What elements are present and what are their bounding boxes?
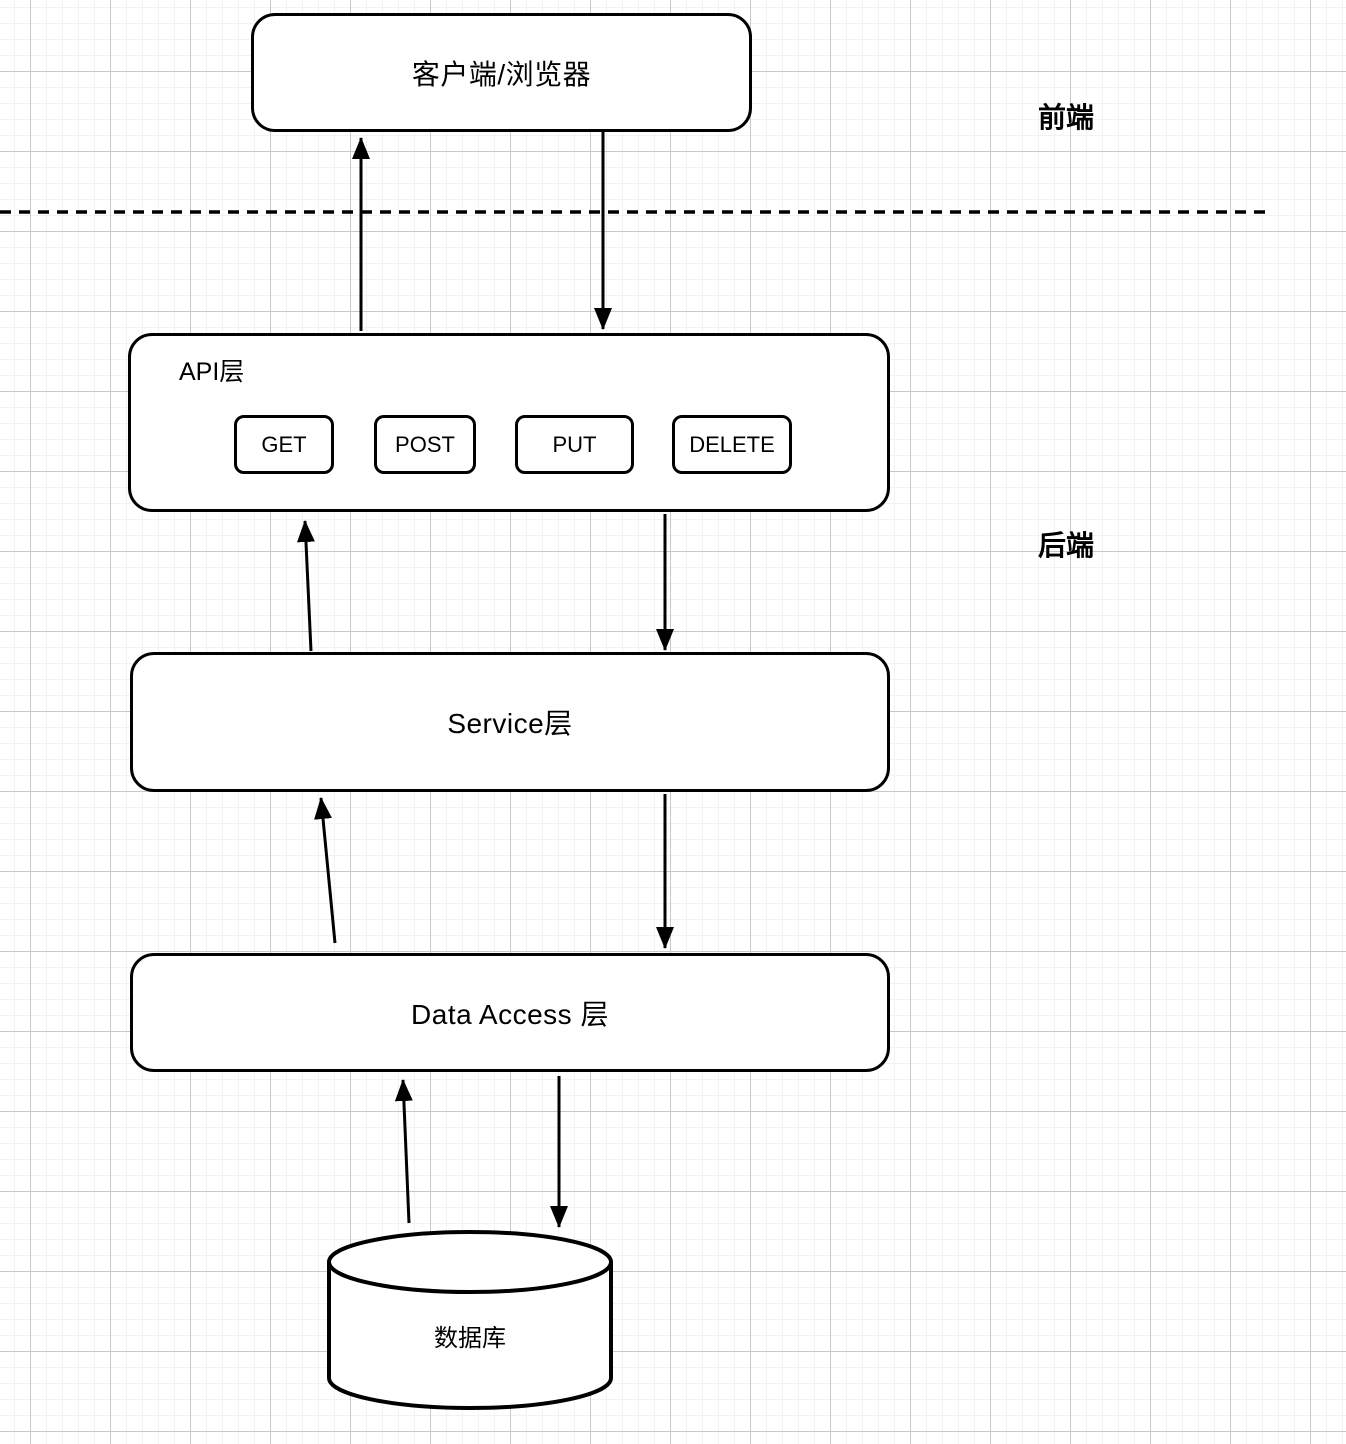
- arrow-dataaccess-to-service-icon: [314, 797, 337, 944]
- api-method-post: POST: [374, 415, 476, 474]
- service-layer-node: Service层: [130, 652, 890, 792]
- api-method-get-label: GET: [261, 431, 307, 457]
- client-browser-node: 客户端/浏览器: [251, 13, 752, 132]
- client-browser-label: 客户端/浏览器: [411, 58, 592, 90]
- api-method-put: PUT: [515, 415, 634, 474]
- api-method-delete-label: DELETE: [689, 431, 775, 457]
- api-layer-node: API层 GET POST PUT DELETE: [128, 333, 890, 512]
- service-layer-label: Service层: [447, 708, 573, 739]
- arrow-service-to-api-icon: [296, 520, 315, 652]
- api-method-put-label: PUT: [552, 431, 597, 457]
- arrow-database-to-dataaccess-icon: [394, 1079, 413, 1224]
- frontend-region-label: 前端: [1038, 102, 1095, 133]
- data-access-layer-label: Data Access 层: [411, 998, 609, 1030]
- backend-region-label: 后端: [1038, 530, 1095, 561]
- api-method-get: GET: [234, 415, 334, 474]
- database-cylinder-icon: [327, 1230, 613, 1410]
- data-access-layer-node: Data Access 层: [130, 953, 890, 1072]
- api-method-delete: DELETE: [672, 415, 792, 474]
- database-label: 数据库: [434, 1325, 506, 1352]
- api-method-post-label: POST: [395, 431, 455, 457]
- api-layer-label: API层: [179, 358, 245, 386]
